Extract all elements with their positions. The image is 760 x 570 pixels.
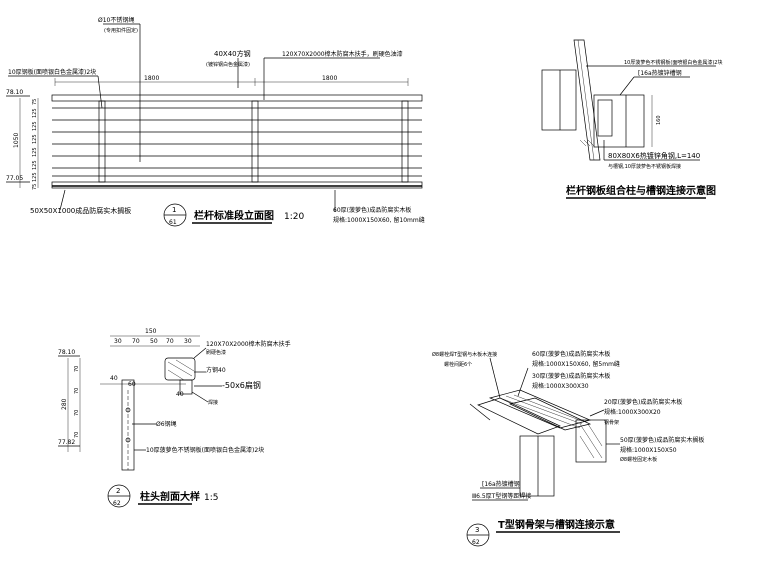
level-bottom: 77.82 [58, 439, 75, 446]
dim-part: 75 [32, 184, 38, 190]
callout-steel-plate: 10厚菠萝色不锈钢板(面喷银白色金属漆)2块 [146, 446, 264, 454]
dim-mid: 40 [176, 391, 184, 398]
dim-mid: 60 [128, 381, 136, 388]
callout-angle-steel: 80X80X6热镀锌角钢,L=140 [608, 151, 700, 160]
callout-handrail-note: 刷硬色漆 [206, 349, 226, 356]
callout-handrail: 120X70X2000樟木防腐木扶手，刷硬色油漆 [282, 50, 403, 58]
callout-t-steel: Ⅲ6.5厚T型钢等距焊接 [472, 492, 531, 500]
callout-wood-shelf: 50X50X1000成品防腐实木搁板 [30, 206, 131, 215]
callout-deck-board: 60厚(菠萝色)成品防腐实木板 [333, 206, 411, 214]
callout-deck-board: 60厚(菠萝色)成品防腐实木板 [532, 350, 610, 358]
callout-plate-top: 10厚菠萝色不锈钢板(面喷银白色金属漆)2块 [624, 59, 722, 66]
dim-span-2: 1800 [322, 75, 337, 82]
dim-top: 30 [114, 338, 122, 345]
callout-flat-steel: -50x6扁钢 [222, 380, 261, 390]
drawing-scale: 1:5 [204, 493, 218, 503]
dim-part: 125 [32, 108, 38, 118]
callout-steel-frame: 钢骨架 [604, 419, 619, 426]
level-top: 78.10 [6, 89, 23, 96]
dim-mid: 40 [110, 375, 118, 382]
callout-bolt: 与槽钢,10厚菠萝色不锈钢板焊接 [608, 163, 681, 170]
drawing-title: T型钢骨架与槽钢连接示意 [498, 518, 615, 531]
callout-joist-spec: 规格:1000X300X30 [532, 382, 589, 390]
post-head-section: 150 30 70 50 70 30 40 60 40 78.10 77.82 … [58, 328, 291, 508]
title-number: 3 [475, 526, 479, 534]
dim-part: 70 [74, 366, 80, 372]
callout-weld: 焊接 [208, 399, 218, 406]
dim-part: 70 [74, 410, 80, 416]
frame-connection: Ø8螺栓焊T型钢与木板木连接 螺栓间距6个 60厚(菠萝色)成品防腐实木板 规格… [432, 350, 704, 547]
title-sheet: 61 [169, 219, 177, 226]
level-bottom: 77.05 [6, 175, 23, 182]
callout-steel-plate: 10厚钢板(面喷银白色金属漆)2块 [8, 68, 96, 76]
post-channel-connection: 10厚菠萝色不锈钢板(面喷银白色金属漆)2块 [16a热镀锌槽钢 160 80X… [541, 39, 722, 199]
railing-elevation: Ø10不锈钢绳 (专用扣件固定) 40X40方钢 (镀锌钢白色金属漆) 120X… [6, 16, 425, 227]
dim-part: 125 [32, 121, 38, 131]
dim-top: 70 [166, 338, 174, 345]
callout-channel: [16a热镀锌槽钢 [638, 69, 682, 77]
railing-body [51, 94, 423, 189]
dim-top: 30 [184, 338, 192, 345]
callout-rope: Ø6钢绳 [156, 420, 177, 428]
callout-square-steel: 40X40方钢 [214, 49, 251, 58]
dim-height: 280 [61, 398, 68, 410]
callout-shelf-bolt: Ø8螺栓固定木板 [620, 456, 657, 463]
callout-square-steel-note: (镀锌钢白色金属漆) [206, 61, 250, 68]
callout-square-steel: 方钢40 [206, 366, 226, 374]
title-number: 1 [172, 206, 176, 214]
drawing-title: 栏杆钢板组合柱与槽钢连接示意图 [566, 184, 716, 197]
callout-channel: [16a热镀槽钢 [482, 480, 520, 488]
callout-joist: 30厚(菠萝色)成品防腐实木板 [532, 372, 610, 380]
dim-part: 125 [32, 172, 38, 182]
callout-beam-board-spec: 规格:1000X300X20 [604, 408, 661, 416]
dim-part: 75 [32, 99, 38, 105]
dim-height-total: 1050 [13, 133, 20, 148]
drawing-title: 栏杆标准段立面图 [194, 209, 274, 222]
dim-channel-height: 160 [656, 115, 662, 125]
callout-handrail: 120X70X2000樟木防腐木扶手 [206, 340, 291, 348]
dim-part: 70 [74, 432, 80, 438]
dim-top: 70 [132, 338, 140, 345]
callout-shelf-board: 50厚(菠萝色)成品防腐实木搁板 [620, 436, 704, 444]
callout-deck-board-spec: 规格:1000X150X60, 留5mm缝 [532, 360, 620, 368]
callout-bolt-spacing: 螺栓间距6个 [444, 361, 472, 368]
dim-top: 50 [150, 338, 158, 345]
callout-steel-rope: Ø10不锈钢绳 [98, 16, 134, 24]
title-sheet: 62 [113, 500, 121, 507]
dim-part: 70 [74, 388, 80, 394]
title-number: 2 [116, 487, 120, 495]
level-top: 78.10 [58, 349, 75, 356]
dim-part: 125 [32, 147, 38, 157]
dim-part: 125 [32, 160, 38, 170]
title-sheet: 62 [472, 539, 480, 546]
callout-shelf-spec: 规格:1000X150X50 [620, 446, 677, 454]
drawing-scale: 1:20 [284, 212, 304, 222]
dim-part: 125 [32, 134, 38, 144]
callout-beam-board: 20厚(菠萝色)成品防腐实木板 [604, 398, 682, 406]
dim-span-1: 1800 [144, 75, 159, 82]
dim-top-total: 150 [145, 328, 157, 335]
drawing-title: 柱头剖面大样 [140, 490, 200, 503]
callout-steel-rope-note: (专用扣件固定) [104, 27, 138, 34]
callout-bolt-tee: Ø8螺栓焊T型钢与木板木连接 [432, 351, 497, 358]
callout-deck-board-spec: 规格:1000X150X60, 留10mm缝 [333, 216, 425, 224]
